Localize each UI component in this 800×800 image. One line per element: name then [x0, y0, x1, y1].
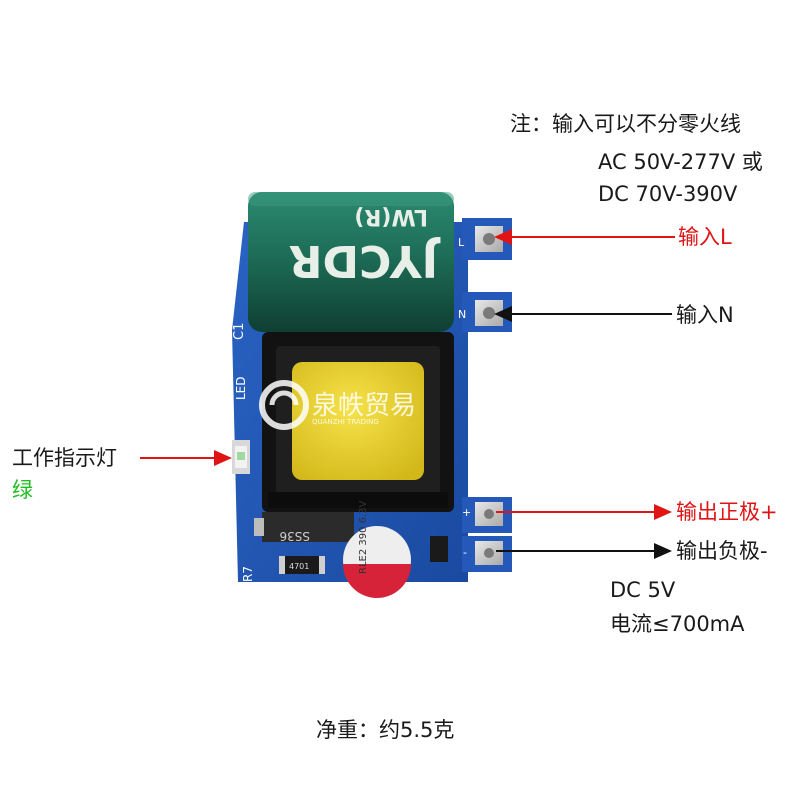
small-cap-label: RLE2 390 6.3V: [358, 500, 369, 574]
label-output-neg: 输出负极-: [676, 539, 768, 563]
arrow-input-n: [494, 306, 672, 322]
arrow-input-l: [494, 229, 675, 245]
led-indicator: [232, 440, 250, 474]
label-output-pos: 输出正极+: [676, 500, 778, 524]
silk-ref-n: N: [458, 308, 466, 321]
silk-plus: +: [462, 506, 471, 519]
output-voltage: DC 5V: [610, 578, 676, 602]
watermark-sub: QUANZHI TRADING: [312, 418, 379, 426]
net-weight: 净重：约5.5克: [316, 718, 455, 742]
input-range-ac: AC 50V-277V 或: [598, 150, 763, 174]
big-capacitor: LW(R) JYCDR: [248, 192, 454, 332]
arrow-led: [140, 450, 232, 466]
transformer: [262, 332, 454, 512]
watermark: 泉帙贸易 QUANZHI TRADING: [259, 380, 416, 430]
solder-pads: [475, 226, 503, 565]
input-range-dc: DC 70V-390V: [598, 182, 738, 206]
cap-text-lw: LW(R): [354, 204, 428, 229]
smd-component: [430, 536, 448, 562]
label-indicator-color: 绿: [12, 478, 33, 502]
arrow-output-pos: [496, 504, 672, 520]
silk-minus: -: [463, 546, 467, 559]
silk-ref-r7: R7: [241, 566, 255, 582]
watermark-brand: 泉帙贸易: [312, 391, 416, 421]
silk-ref-c1: C1: [232, 323, 247, 340]
label-indicator: 工作指示灯: [12, 446, 117, 470]
output-current: 电流≤700mA: [610, 612, 745, 636]
input-note: 注：输入可以不分零火线: [510, 112, 741, 136]
small-capacitor: RLE2 390 6.3V: [343, 500, 411, 598]
diode-ss36: SS36: [254, 512, 354, 543]
label-input-n: 输入N: [676, 303, 734, 327]
diode-label: SS36: [279, 529, 310, 543]
arrow-output-neg: [496, 543, 672, 559]
label-input-l: 输入L: [678, 225, 732, 249]
resistor-4701: 4701: [279, 556, 325, 574]
resistor-label: 4701: [289, 562, 309, 571]
silk-ref-led: LED: [234, 376, 248, 400]
cap-text-jycdr: JYCDR: [289, 235, 441, 286]
silk-ref-l: L: [458, 236, 465, 249]
